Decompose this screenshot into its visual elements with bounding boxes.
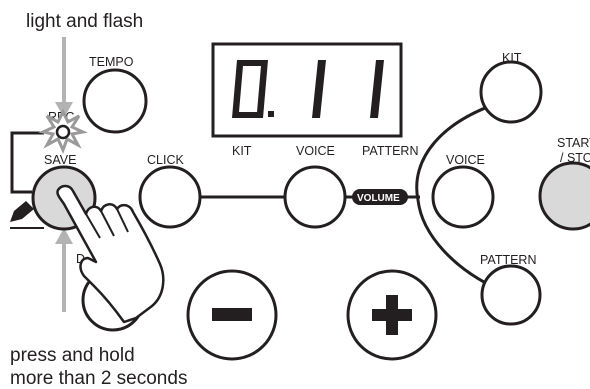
display-label-pattern: PATTERN: [362, 144, 418, 158]
start-stop-button[interactable]: [538, 161, 590, 231]
kit-button[interactable]: [479, 60, 543, 124]
led-decimal-point: [268, 111, 274, 117]
led-display: [211, 42, 403, 138]
volume-voice-button[interactable]: [283, 165, 347, 229]
pressing-hand-icon: [56, 184, 165, 324]
led-digits: [232, 60, 384, 118]
pattern-button[interactable]: [480, 264, 542, 326]
minus-icon: [212, 308, 252, 321]
voice-label: VOICE: [446, 153, 485, 167]
tempo-button[interactable]: TEMPO: [82, 55, 148, 134]
volume-label: VOLUME: [357, 193, 400, 204]
led-digit-0: [232, 60, 268, 118]
led-digit-1a: [312, 60, 326, 118]
more-than-2-seconds-note: more than 2 seconds: [10, 368, 187, 389]
press-arrow: [55, 228, 73, 312]
flash-arrow: [55, 37, 73, 118]
plus-icon: [372, 295, 412, 335]
volume-label-pill: [352, 189, 408, 205]
light-and-flash-note: light and flash: [26, 11, 143, 32]
save-label: SAVE: [44, 153, 76, 167]
led-digit-1b: [370, 60, 384, 118]
rec-save-bracket: [10, 131, 44, 194]
minus-button[interactable]: [186, 269, 278, 361]
rec-led: [55, 124, 71, 140]
svg-text:D: D: [76, 252, 85, 266]
tempo-label: TEMPO: [89, 55, 134, 69]
click-button[interactable]: [138, 165, 202, 229]
click-label: CLICK: [147, 153, 184, 167]
kit-voice-pattern-arc: [415, 98, 509, 292]
voice-button[interactable]: [431, 165, 495, 229]
pattern-label: PATTERN: [480, 253, 536, 267]
display-label-kit: KIT: [232, 144, 252, 158]
plus-button[interactable]: [346, 269, 438, 361]
start-stop-label-line1: START: [557, 136, 590, 150]
pencil-icon: [10, 201, 34, 222]
press-and-hold-note: press and hold: [10, 345, 135, 366]
display-label-voice: VOICE: [296, 144, 335, 158]
